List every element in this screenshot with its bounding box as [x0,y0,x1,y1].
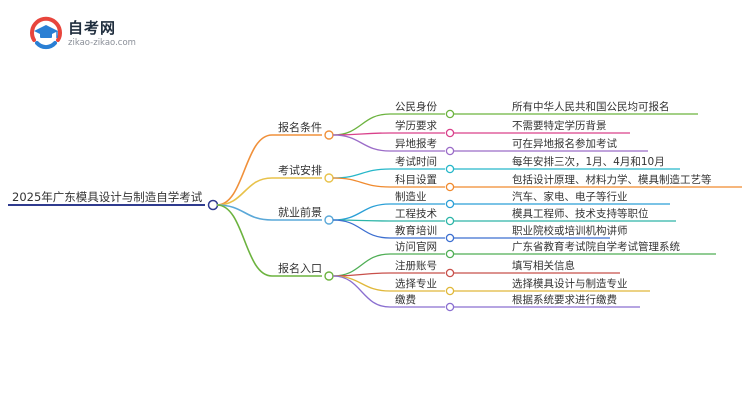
child-node-dot [445,146,455,156]
leaf-description: 职业院校或培训机构讲师 [512,224,628,237]
leaf-description: 广东省教育考试院自学考试管理系统 [512,240,680,253]
child-label: 注册账号 [395,259,437,272]
child-connector [332,275,391,308]
child-label: 访问官网 [395,240,437,253]
child-connector [332,168,391,179]
leaf-description: 选择模具设计与制造专业 [512,277,628,290]
branch-connector [216,177,273,206]
child-connector [332,203,391,221]
child-node-dot [445,302,455,312]
child-connector [332,275,391,292]
child-connector [332,134,391,152]
root-node-dot [207,199,219,211]
site-logo[interactable]: 自考网 zikao-zikao.com [28,16,168,52]
leaf-description: 不需要特定学历背景 [512,119,607,132]
branch-label: 报名入口 [278,261,322,275]
child-node-dot [445,268,455,278]
leaf-description: 可在异地报名参加考试 [512,137,617,150]
branch-node-dot [324,130,334,140]
leaf-description: 包括设计原理、材料力学、模具制造工艺等 [512,173,712,186]
child-label: 制造业 [395,190,427,203]
child-label: 选择专业 [395,277,437,290]
child-node-dot [445,233,455,243]
branch-connector [216,134,273,206]
leaf-description: 根据系统要求进行缴费 [512,293,617,306]
child-label: 缴费 [395,293,416,306]
root-topic: 2025年广东模具设计与制造自学考试 [12,190,203,204]
child-node-dot [445,164,455,174]
child-label: 学历要求 [395,119,437,132]
child-node-dot [445,286,455,296]
child-label: 科目设置 [395,173,437,186]
leaf-description: 所有中华人民共和国公民均可报名 [512,100,670,113]
child-connector [332,272,391,277]
child-connector [332,177,391,188]
branch-node-dot [324,173,334,183]
child-label: 工程技术 [395,207,437,220]
leaf-description: 模具工程师、技术支持等职位 [512,207,649,220]
child-label: 公民身份 [395,100,437,113]
child-label: 教育培训 [395,224,437,237]
branch-connector [216,204,273,277]
child-node-dot [445,199,455,209]
child-node-dot [445,182,455,192]
branch-label: 就业前景 [278,205,322,219]
graduation-cap-icon [30,16,62,50]
branch-node-dot [324,271,334,281]
child-node-dot [445,216,455,226]
child-label: 考试时间 [395,155,437,168]
leaf-description: 每年安排三次，1月、4月和10月 [512,155,665,168]
branch-label: 考试安排 [278,163,322,177]
branch-label: 报名条件 [278,120,322,134]
leaf-description: 填写相关信息 [512,259,575,272]
child-label: 异地报考 [395,137,437,150]
brand-url: zikao-zikao.com [68,38,136,48]
child-connector [332,219,391,239]
child-node-dot [445,128,455,138]
brand-name: 自考网 [68,19,117,37]
child-connector [332,113,391,136]
child-node-dot [445,249,455,259]
branch-connector [216,204,273,221]
leaf-description: 汽车、家电、电子等行业 [512,190,628,203]
child-node-dot [445,109,455,119]
branch-node-dot [324,215,334,225]
